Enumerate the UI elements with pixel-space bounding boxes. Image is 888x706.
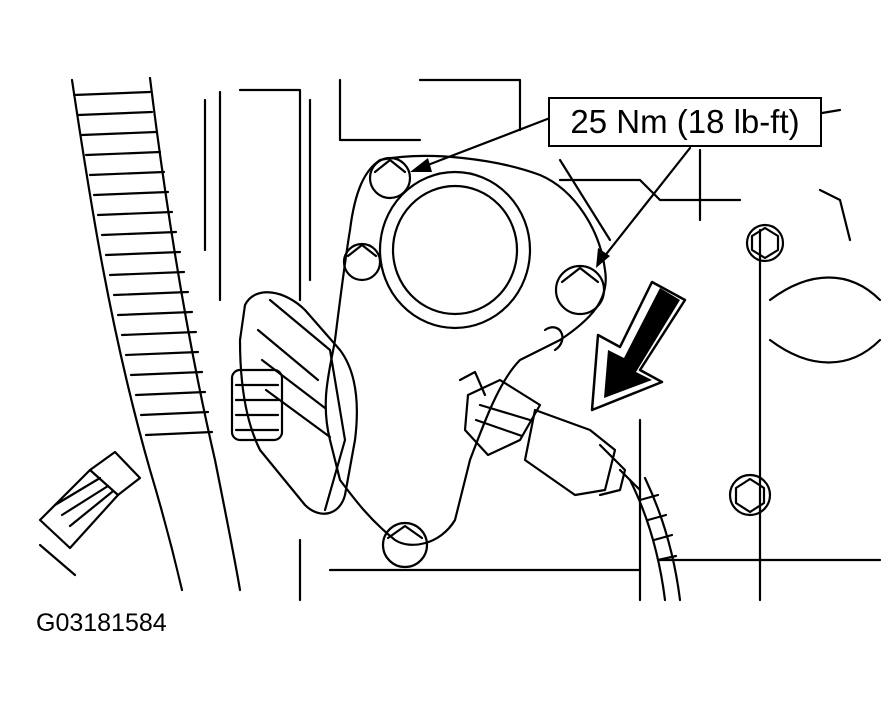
housing-flange (324, 154, 607, 546)
leader-arrowhead-right (596, 248, 610, 268)
lower-left-fitting (38, 450, 142, 577)
flange-bolt-bottom (381, 521, 429, 569)
flange-bolt-left (342, 242, 382, 282)
block-bolt-upper (745, 223, 785, 263)
leader-arrowhead-left (410, 158, 432, 172)
flange-bolt-top (368, 156, 412, 200)
pulley-cap (230, 291, 358, 515)
corrugated-hose (70, 76, 242, 592)
figure-id-label: G03181584 (36, 609, 167, 637)
direction-arrow-icon (590, 280, 687, 412)
sensor-wire (628, 476, 682, 602)
torque-leader-lines (418, 116, 692, 264)
sensor-fitting (458, 370, 642, 497)
engine-block-outline (203, 78, 882, 602)
block-bolt-lower (728, 473, 772, 517)
torque-callout: 25 Nm (18 lb-ft) (548, 97, 822, 147)
flange-bolt-right (554, 264, 606, 316)
